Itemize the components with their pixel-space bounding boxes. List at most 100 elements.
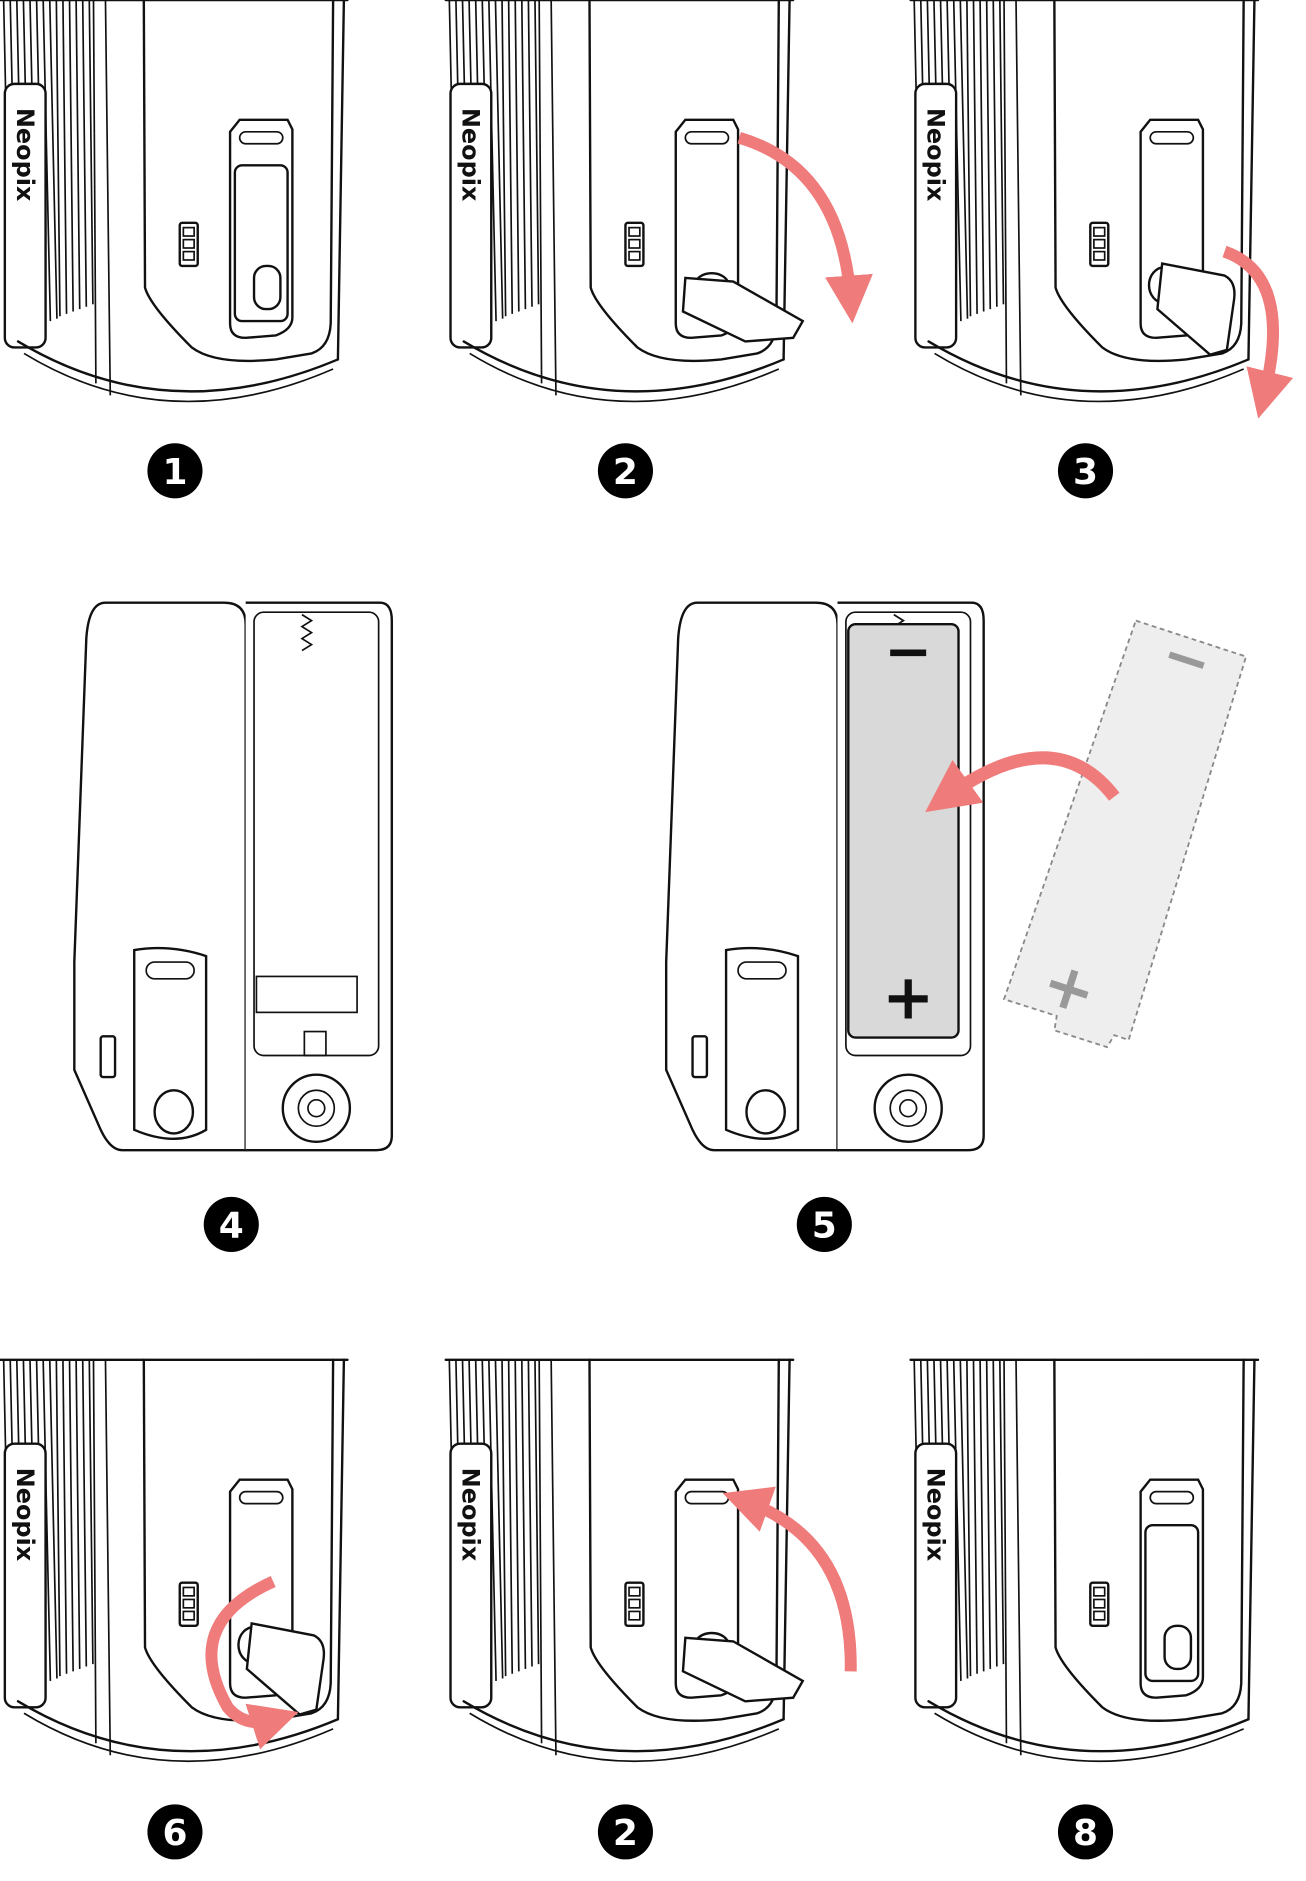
vent-line xyxy=(520,1359,527,1669)
latch-key xyxy=(681,1636,805,1703)
step-number: 5 xyxy=(812,1206,837,1247)
brand-logo: Neopix xyxy=(457,108,485,202)
vent-line xyxy=(966,1359,972,1677)
vent-line xyxy=(48,1359,58,1679)
latch-knob xyxy=(153,1089,195,1135)
vent-line xyxy=(992,1359,998,1667)
terminal-tab xyxy=(303,1030,327,1057)
vent-line xyxy=(999,1359,1005,1665)
body-seam xyxy=(538,0,543,384)
device-right-edge xyxy=(1247,0,1256,361)
vent-line xyxy=(992,0,998,307)
latch-frame xyxy=(724,946,800,1140)
brand-logo: Neopix xyxy=(921,108,949,202)
vent-line xyxy=(534,1359,540,1665)
vent-line xyxy=(48,0,58,319)
screw-boss-inner xyxy=(297,1089,336,1128)
vent-line xyxy=(514,0,520,312)
vent-line xyxy=(494,1359,504,1679)
device-bottom-arc xyxy=(927,340,1250,393)
battery-door-outline xyxy=(142,0,335,363)
step-number: 2 xyxy=(613,452,638,493)
latch-key xyxy=(1156,262,1236,356)
latch-slot xyxy=(737,961,787,980)
latch-slot xyxy=(1149,130,1195,145)
battery-bar xyxy=(1093,226,1106,237)
rotation-arrow xyxy=(205,1576,299,1750)
step-8-illustration: Neopix xyxy=(909,1358,1260,1763)
vent-line xyxy=(68,0,74,312)
vent-line xyxy=(75,0,81,310)
ghost-battery xyxy=(1002,619,1248,1049)
device-bottom-rim xyxy=(23,352,334,403)
battery-bar xyxy=(628,1586,641,1597)
battery-bar xyxy=(182,1586,195,1597)
latch-frame xyxy=(133,946,208,1140)
battery-level-icon xyxy=(624,1581,645,1628)
vent-line xyxy=(527,0,533,307)
vent-line xyxy=(514,1359,520,1672)
device-bottom-arc xyxy=(462,1700,785,1753)
screw-boss-center xyxy=(898,1099,918,1118)
screw-boss xyxy=(281,1073,352,1143)
battery-level-icon xyxy=(178,1581,199,1628)
device-right-edge xyxy=(782,0,791,361)
step-5-illustration xyxy=(664,601,985,1152)
vent-line xyxy=(979,0,985,312)
body-seam xyxy=(1003,1359,1008,1744)
step-badge-4: 4 xyxy=(203,1196,259,1253)
vent-line xyxy=(55,1359,61,1677)
battery-plus-sign: + xyxy=(882,960,934,1033)
battery-bar xyxy=(182,1598,195,1609)
battery-bar xyxy=(1093,1610,1106,1621)
battery-level-icon xyxy=(1089,221,1110,268)
insert-arrow xyxy=(925,751,1120,813)
battery-bar xyxy=(1093,1598,1106,1609)
latch-slot xyxy=(684,130,730,145)
device-right-edge xyxy=(782,1358,791,1721)
vent-line xyxy=(966,0,972,317)
step-number: 4 xyxy=(219,1206,244,1247)
device-right-edge xyxy=(336,1358,346,1721)
vent-line xyxy=(972,0,978,314)
step-number: 3 xyxy=(1073,452,1098,493)
brand-logo: Neopix xyxy=(457,1468,485,1562)
battery-bar xyxy=(628,226,641,237)
step-badge-3: 3 xyxy=(1057,443,1114,499)
step-badge-8: 8 xyxy=(1057,1804,1114,1860)
latch-slot xyxy=(145,961,195,980)
battery-bar xyxy=(628,1598,641,1609)
battery-bar xyxy=(1093,250,1106,261)
brand-logo: Neopix xyxy=(11,1468,39,1562)
brand-logo: Neopix xyxy=(11,108,39,202)
battery-installed xyxy=(847,623,960,1039)
latch-slot xyxy=(1149,1490,1195,1505)
logo-panel xyxy=(449,1442,493,1709)
device-bottom-arc xyxy=(16,1700,340,1753)
step-number: 6 xyxy=(162,1813,187,1854)
vent-line xyxy=(501,1359,507,1677)
rotation-arrow xyxy=(737,132,873,324)
vent-line xyxy=(972,1359,978,1674)
step-badge-7: 2 xyxy=(597,1804,653,1860)
vent-line xyxy=(501,0,507,317)
body-seam xyxy=(538,1359,543,1744)
device-bottom-rim xyxy=(469,1712,780,1763)
vent-line xyxy=(520,0,527,310)
vent-line xyxy=(68,1359,74,1672)
step-badge-6: 6 xyxy=(147,1804,203,1860)
battery-door-outline xyxy=(1053,1358,1245,1722)
vent-line xyxy=(507,1359,514,1674)
step-badge-5: 5 xyxy=(796,1196,852,1253)
device-bottom-arc xyxy=(462,340,785,393)
device-bottom-rim xyxy=(934,1712,1244,1763)
body-seam xyxy=(92,1359,97,1744)
compartment-well xyxy=(845,611,972,1057)
vent-line xyxy=(81,0,88,307)
screw-boss-inner xyxy=(889,1089,928,1128)
logo-panel xyxy=(914,82,958,349)
step-6-illustration: Neopix xyxy=(0,1358,349,1763)
latch-button xyxy=(252,264,282,311)
battery-compartment xyxy=(245,601,394,1152)
